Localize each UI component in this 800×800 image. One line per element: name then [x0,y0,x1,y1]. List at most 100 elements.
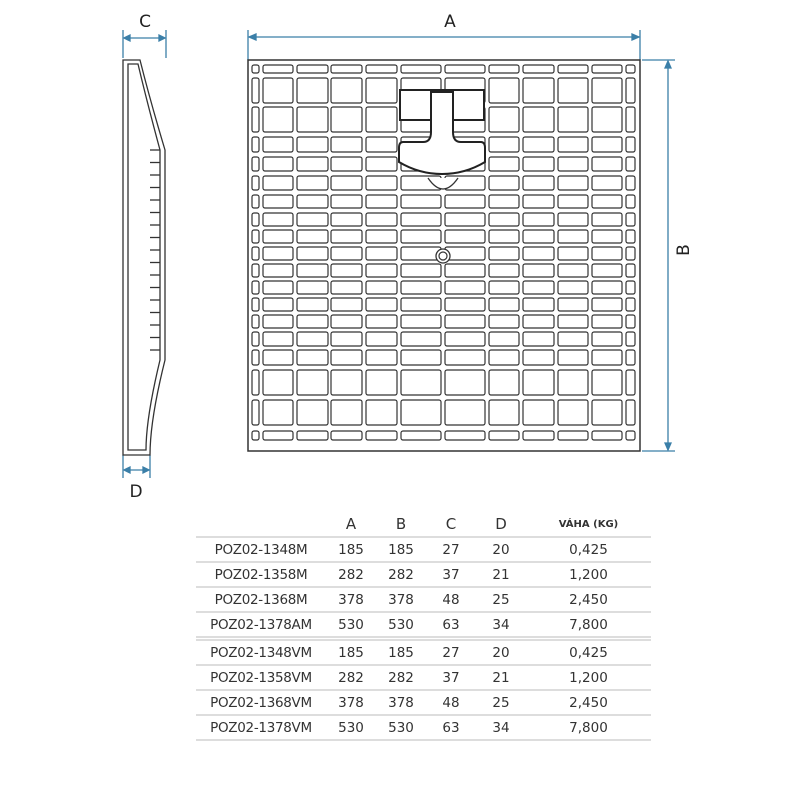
grid-cell [625,331,636,347]
grid-cell [251,212,260,227]
grid-cell [330,175,363,191]
grid-cell [330,212,363,227]
value-weight: 7,800 [526,611,651,639]
grid-cell [557,106,589,133]
grid-cell [625,246,636,261]
grid-cell [251,64,260,74]
grid-cell [365,297,398,312]
product-code: POZ02-1358VM [196,664,326,690]
grid-cell [296,175,329,191]
product-code: POZ02-1348M [196,536,326,562]
grid-cell [522,331,555,347]
product-code: POZ02-1358M [196,561,326,587]
grid-cell [251,349,260,366]
value-a: 282 [326,664,376,690]
grid-cell [400,263,442,278]
grid-cell [488,349,520,366]
grid-cell [522,369,555,396]
grid-cell [444,331,486,347]
grid-cell [365,136,398,153]
grid-cell [557,399,589,426]
grid-cell [591,229,623,244]
grid-cell [625,399,636,426]
grid-cell [330,430,363,441]
value-b: 185 [376,536,426,562]
grid-cell [400,399,442,426]
grid-cell [522,246,555,261]
grid-cell [251,175,260,191]
grid-cell [488,229,520,244]
grid-cell [330,349,363,366]
grid-cell [444,229,486,244]
grid-cell [330,369,363,396]
grid-cell [262,175,294,191]
grid-cell [365,369,398,396]
value-weight: 0,425 [526,536,651,562]
grid-cell [625,369,636,396]
dimension-b-label: B [674,244,694,256]
grid-cell [251,280,260,295]
grid-cell [625,430,636,441]
grid-cell [251,106,260,133]
value-a: 185 [326,636,376,665]
grid-cell [262,369,294,396]
value-weight: 1,200 [526,561,651,587]
grid-cell [625,212,636,227]
grid-cell [522,349,555,366]
grid-cell [365,156,398,172]
grid-cell [251,263,260,278]
grid-cell [522,399,555,426]
value-b: 185 [376,636,426,665]
grid-cell [488,156,520,172]
dimension-b [642,59,675,452]
grid-cell [400,246,442,261]
grid-cell [488,331,520,347]
grid-cell [522,106,555,133]
center-hole [435,248,451,264]
grid-cell [365,175,398,191]
header-a: A [345,515,357,533]
grid-cell [251,314,260,329]
grid-cell [330,246,363,261]
grid-cell [625,297,636,312]
grid-cell [522,263,555,278]
grid-cell [296,349,329,366]
grid-cell [262,349,294,366]
grid-cell [365,229,398,244]
grid-cell [330,314,363,329]
grid-cell [330,77,363,104]
side-profile [122,59,166,456]
grid-cell [365,77,398,104]
dimension-c [122,30,167,58]
grid-cell [330,106,363,133]
table-header-row: A B C D VÁHA (KG) [196,512,651,537]
value-weight: 1,200 [526,664,651,690]
grid-cell [557,246,589,261]
grid-cell [591,263,623,278]
grid-cell [557,430,589,441]
grid-cell [488,194,520,209]
grid-cell [365,314,398,329]
dimension-c-label: C [139,12,151,32]
grid-cell [625,77,636,104]
grid-cell [330,64,363,74]
grid-cell [296,430,329,441]
grid-cell [625,349,636,366]
header-weight: VÁHA (KG) [558,518,619,530]
grid-cell [522,175,555,191]
value-c: 27 [426,536,476,562]
grid-cell [330,297,363,312]
grid-cell [365,263,398,278]
value-d: 20 [476,536,526,562]
value-c: 48 [426,586,476,612]
grid-cell [557,297,589,312]
grid-cell [522,212,555,227]
grid-cell [262,212,294,227]
grid-cell [488,64,520,74]
value-d: 34 [476,714,526,741]
grid-cell [400,331,442,347]
grid-cell [444,399,486,426]
grid-cell [262,263,294,278]
